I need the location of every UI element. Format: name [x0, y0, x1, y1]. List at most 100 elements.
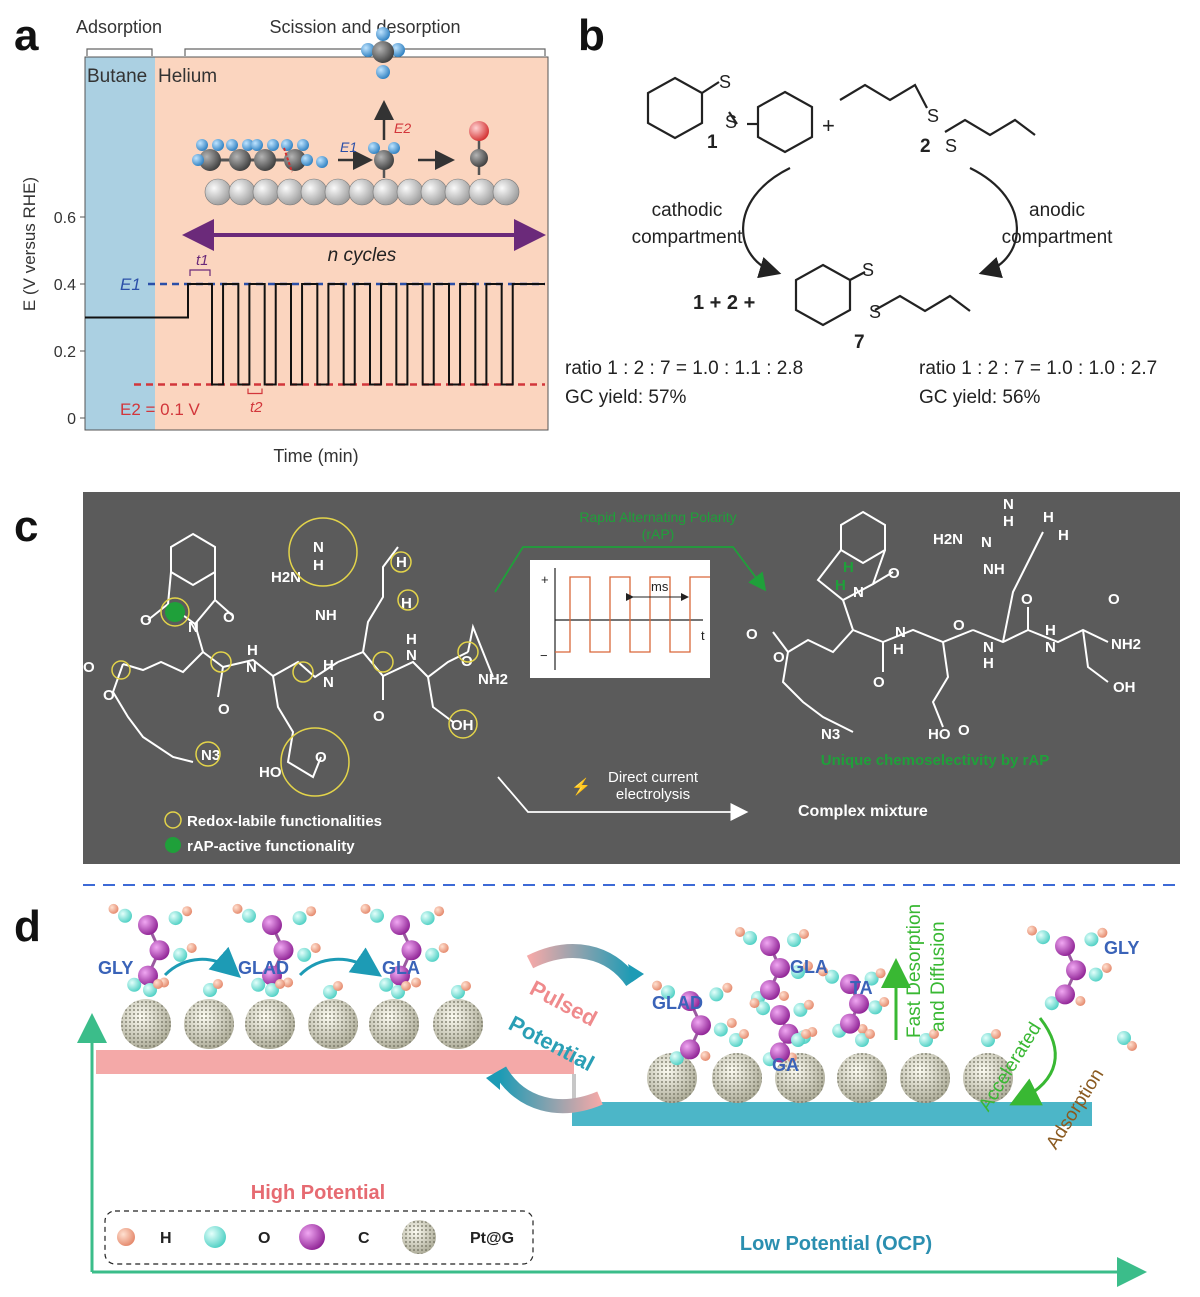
anodic-label-2: compartment — [1002, 227, 1114, 248]
phase-adsorption-label: Adsorption — [76, 17, 162, 37]
atom-label: N — [323, 674, 334, 691]
oxygen-atom — [391, 985, 405, 999]
legend-o: O — [258, 1230, 270, 1247]
atom-label: H — [396, 554, 407, 571]
n-cycles-label: n cycles — [328, 245, 397, 266]
legend-o-marker — [204, 1226, 226, 1248]
atom-label: H — [1003, 513, 1014, 530]
hydrogen-atom — [306, 906, 317, 917]
oxygen-atom — [203, 983, 217, 997]
panel-label-b: b — [578, 11, 605, 60]
oxygen-atom — [370, 908, 384, 923]
hydrogen-atom — [461, 981, 471, 991]
hydrogen-atom — [226, 139, 238, 151]
atom-label: O — [1021, 591, 1033, 608]
hydrogen-atom — [726, 1018, 737, 1028]
lightning-icon: ⚡ — [571, 777, 591, 796]
atom-label: O — [773, 649, 785, 666]
carbon-atom — [691, 1015, 711, 1036]
svg-text:S: S — [719, 72, 731, 92]
atom-label: HO — [259, 764, 282, 781]
oxygen-atom — [729, 1033, 743, 1047]
rap-active-dot — [165, 602, 185, 622]
oxygen-atom — [323, 985, 337, 999]
redox-labile-circle — [288, 517, 358, 587]
fast-desorption-2: and Diffusion — [928, 921, 949, 1032]
ta-label: TA — [850, 978, 873, 998]
oxygen-atom — [1088, 967, 1103, 982]
oxygen-atom — [1084, 932, 1099, 947]
carbon-atom — [770, 958, 790, 978]
atom-label: N3 — [821, 726, 840, 743]
carbon-atom — [680, 991, 700, 1011]
atom-label: H2N — [933, 531, 963, 548]
redox-labile-circle — [390, 551, 412, 573]
legend-active: rAP-active functionality — [187, 838, 355, 855]
redox-labile-circle — [448, 709, 478, 739]
hydrogen-atom — [267, 139, 279, 151]
right-ratio: ratio 1 : 2 : 7 = 1.0 : 1.0 : 2.7 — [919, 358, 1157, 379]
y-tick-label: 0.6 — [54, 210, 76, 227]
glad-label-right: GLAD — [652, 993, 703, 1013]
gly-label-left: GLY — [98, 958, 133, 978]
hydrogen-atom — [749, 998, 760, 1009]
dc-label-1: Direct current — [608, 769, 699, 786]
hydrogen-atom — [196, 139, 208, 151]
panel-label-d: d — [14, 902, 41, 951]
oxygen-atom — [825, 969, 839, 984]
hydrogen-atom — [803, 961, 813, 971]
hydrogen-atom — [438, 943, 449, 953]
oxygen-atom — [425, 947, 440, 962]
hydrogen-atom — [108, 903, 119, 914]
adsorption-arrow — [1009, 1017, 1057, 1106]
surface-atom — [468, 178, 496, 206]
left-yield: GC yield: 57% — [565, 387, 687, 408]
oxygen-atom — [420, 911, 435, 926]
atom-label: HO — [928, 726, 951, 743]
x-axis-label: Time (min) — [273, 446, 358, 466]
surface-atom — [228, 178, 256, 206]
rap-title-2: (rAP) — [642, 526, 675, 542]
legend-h-marker — [117, 1228, 135, 1246]
oxygen-atom — [168, 911, 183, 926]
atom-label: H — [843, 559, 854, 576]
hydrogen-atom — [333, 981, 343, 991]
svg-text:S: S — [725, 112, 737, 132]
hydrogen-atom — [700, 1051, 711, 1061]
atom-label: H — [983, 655, 994, 672]
atom-label: N — [1003, 496, 1014, 513]
e1-label: E1 — [120, 275, 141, 294]
carbon-atom — [229, 149, 251, 171]
panel-d-scheme: High Potential Low Potential (OCP) GLY G… — [77, 903, 1147, 1287]
dc-label-2: electrolysis — [616, 786, 690, 803]
panel-a-chart: Adsorption Scission and desorption Butan… — [20, 17, 549, 466]
atom-label: NH2 — [478, 671, 508, 688]
atom-label: O — [83, 659, 95, 676]
carbon-atom — [199, 149, 221, 171]
hydrogen-atom — [212, 139, 224, 151]
surface-atom — [348, 178, 376, 206]
legend-labile-marker — [164, 811, 182, 829]
surface-atom — [252, 178, 280, 206]
carbon-atom — [1055, 984, 1075, 1005]
carbon-atom — [284, 149, 306, 171]
cathodic-label-2: compartment — [632, 227, 744, 248]
glad-label-top: GLAD — [238, 958, 289, 978]
oxygen-atom — [981, 1033, 995, 1047]
phase-scission-label: Scission and desorption — [269, 17, 460, 37]
panel-label-c: c — [14, 502, 39, 551]
hydrogen-atom — [281, 139, 293, 151]
complex-mixture-label: Complex mixture — [798, 803, 928, 820]
carbon-atom — [273, 940, 294, 961]
hydrogen-atom — [192, 154, 204, 166]
inset-t: t — [701, 628, 705, 643]
hydrogen-atom — [232, 903, 243, 914]
redox-labile-circle — [195, 741, 221, 767]
legend-c: C — [358, 1230, 370, 1247]
oxygen-atom — [868, 1000, 883, 1015]
oxygen-atom — [791, 965, 805, 979]
atom-label: N3 — [201, 747, 220, 764]
e2-label: E2 = 0.1 V — [120, 400, 201, 419]
atom-label: H2N — [271, 569, 301, 586]
ga-label: GA — [772, 1055, 799, 1075]
